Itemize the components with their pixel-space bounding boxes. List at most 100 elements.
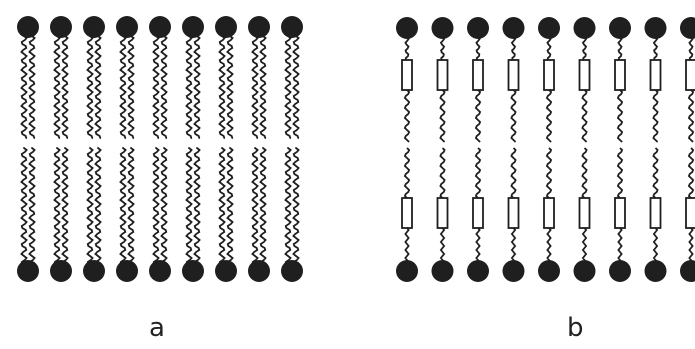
rigid-segment-b <box>578 59 591 91</box>
lipid-head-b <box>431 260 454 282</box>
lipid-top-a <box>83 16 105 139</box>
lipid-tail-b <box>545 147 553 199</box>
lipid-linker-b <box>404 227 410 263</box>
lipid-bottom-a <box>248 147 270 282</box>
lipid-tail-a <box>259 147 267 263</box>
rigid-segment-b <box>685 59 695 91</box>
lipid-tail-a <box>152 147 160 263</box>
lipid-linker-b <box>510 227 517 263</box>
lipid-head-b <box>644 260 667 282</box>
lipid-head-a <box>17 260 39 282</box>
rigid-segment-b <box>507 59 520 91</box>
lipid-top-b <box>680 17 695 143</box>
lipid-tail-a <box>28 147 36 263</box>
lipid-head-b <box>467 17 489 39</box>
lipid-tail-a <box>226 147 234 263</box>
lipid-head-a <box>149 16 171 38</box>
lipid-head-b <box>609 17 631 39</box>
lipid-tail-b <box>687 147 695 199</box>
lipid-linker-b <box>546 227 552 263</box>
lipid-top-b <box>573 17 596 143</box>
lipid-head-a <box>50 260 72 282</box>
lipid-tail-b <box>581 89 588 143</box>
lipid-tail-a <box>251 147 259 263</box>
rigid-segment-b <box>685 197 695 229</box>
lipid-head-b <box>396 260 418 282</box>
rigid-segment-b <box>543 59 555 91</box>
lipid-top-a <box>149 16 171 139</box>
lipid-tail-a <box>94 147 102 263</box>
lipid-bottom-b <box>609 147 631 282</box>
lipid-tail-a <box>61 147 69 263</box>
lipid-bottom-b <box>573 147 596 282</box>
rigid-segment-b <box>436 197 449 229</box>
bilayer-panel-a <box>17 16 303 282</box>
lipid-top-a <box>116 16 138 139</box>
lipid-head-b <box>502 260 525 282</box>
lipid-linker-b <box>617 227 623 263</box>
lipid-bottom-b <box>680 147 695 282</box>
lipid-tail-b <box>510 147 517 199</box>
lipid-bottom-a <box>281 147 303 282</box>
lipid-tail-b <box>616 147 624 199</box>
lipid-linker-b <box>404 36 410 61</box>
lipid-top-b <box>467 17 489 143</box>
lipid-tail-b <box>474 89 482 143</box>
rigid-segment-b <box>472 59 484 91</box>
lipid-head-b <box>573 260 596 282</box>
panel-label-b: b <box>567 313 584 343</box>
lipid-tail-b <box>403 89 411 143</box>
lipid-tail-a <box>193 147 201 263</box>
rigid-segment-b <box>578 197 591 229</box>
rigid-segment-b <box>649 197 662 229</box>
lipid-head-a <box>83 260 105 282</box>
lipid-head-b <box>538 17 560 39</box>
rigid-segment-b <box>472 197 484 229</box>
lipid-tail-b <box>616 89 624 143</box>
lipid-tail-a <box>226 35 234 139</box>
lipid-head-b <box>680 260 695 282</box>
lipid-tail-a <box>127 35 135 139</box>
lipid-tail-a <box>53 35 61 139</box>
lipid-bottom-b <box>467 147 489 282</box>
lipid-head-a <box>248 16 270 38</box>
lipid-linker-b <box>510 36 517 61</box>
rigid-segment-b <box>436 59 449 91</box>
lipid-tail-a <box>218 35 226 139</box>
lipid-tail-a <box>127 147 135 263</box>
lipid-tail-b <box>474 147 482 199</box>
lipid-tail-b <box>439 89 446 143</box>
lipid-tail-a <box>160 147 168 263</box>
lipid-head-a <box>182 260 204 282</box>
lipid-head-b <box>573 17 596 39</box>
lipid-head-a <box>149 260 171 282</box>
lipid-head-a <box>215 16 237 38</box>
rigid-segment-b <box>614 59 626 91</box>
lipid-tail-a <box>160 35 168 139</box>
lipid-linker-b <box>688 36 694 61</box>
lipid-tail-a <box>259 35 267 139</box>
lipid-tail-a <box>86 147 94 263</box>
rigid-segment-b <box>507 197 520 229</box>
lipid-linker-b <box>439 36 446 61</box>
lipid-head-b <box>680 17 695 39</box>
lipid-bottom-b <box>644 147 667 282</box>
lipid-bottom-a <box>50 147 72 282</box>
rigid-segment-b <box>401 197 413 229</box>
lipid-top-b <box>538 17 560 143</box>
lipid-linker-b <box>581 227 588 263</box>
lipid-tail-a <box>152 35 160 139</box>
lipid-top-a <box>50 16 72 139</box>
lipid-bottom-b <box>396 147 418 282</box>
lipid-tail-a <box>218 147 226 263</box>
lipid-tail-b <box>652 89 659 143</box>
lipid-head-b <box>609 260 631 282</box>
lipid-tail-a <box>94 35 102 139</box>
lipid-head-a <box>248 260 270 282</box>
lipid-bottom-a <box>215 147 237 282</box>
lipid-bottom-a <box>182 147 204 282</box>
lipid-tail-a <box>284 35 292 139</box>
lipid-bottom-b <box>538 147 560 282</box>
lipid-top-a <box>215 16 237 139</box>
lipid-tail-a <box>20 147 28 263</box>
